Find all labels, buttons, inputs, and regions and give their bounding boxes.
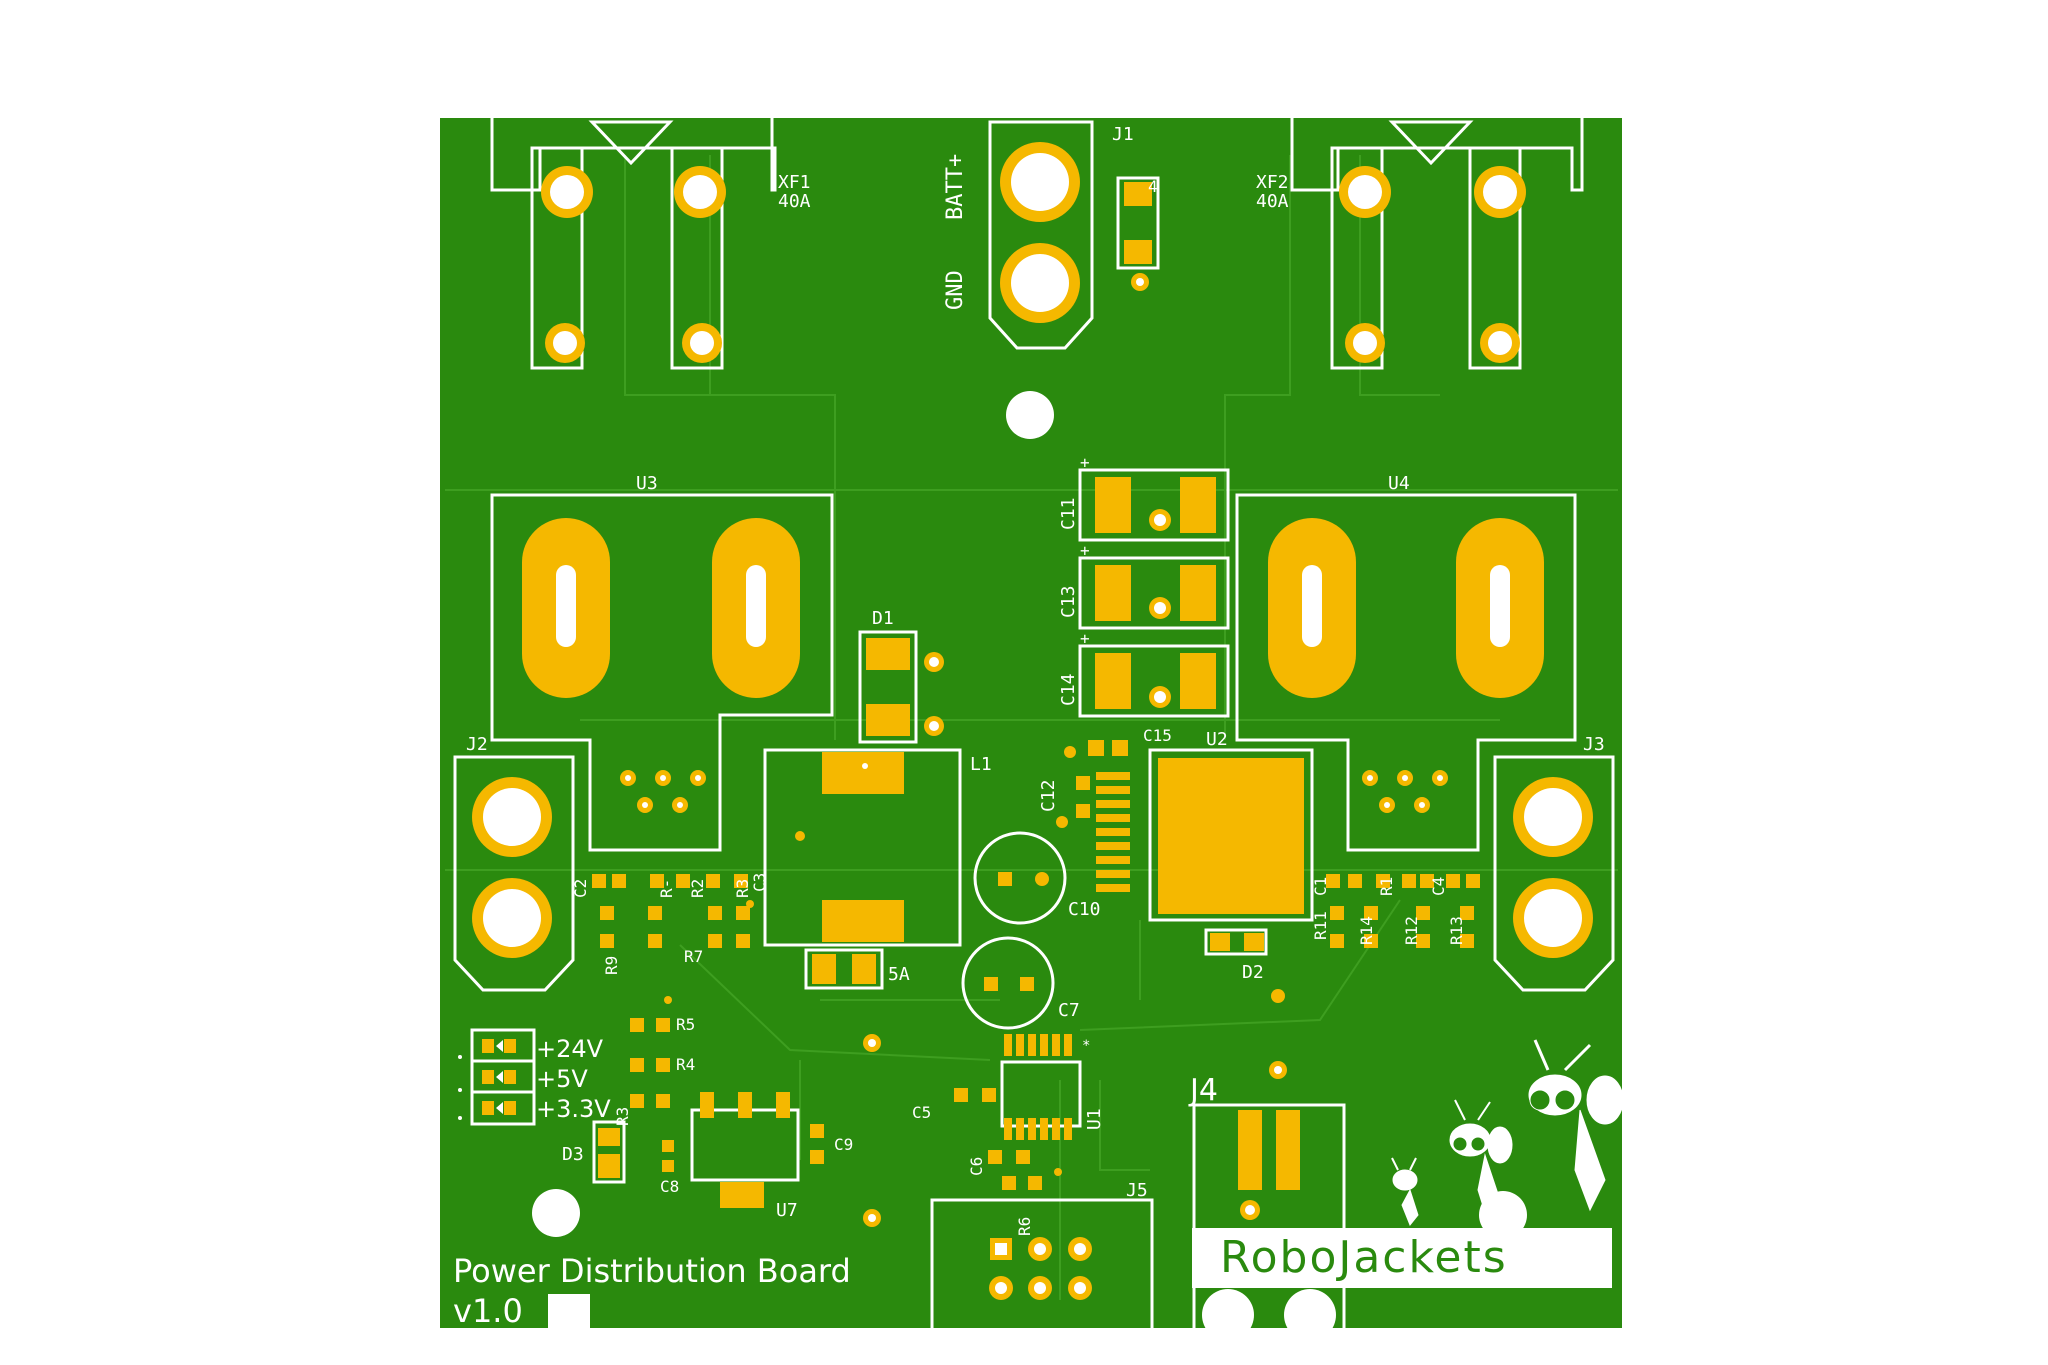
- label-xf1-rating: 40A: [778, 191, 811, 212]
- label-c7: C7: [1058, 1000, 1080, 1021]
- label-d2: D2: [1242, 962, 1264, 983]
- regulator-u7: [690, 1092, 800, 1208]
- label-j4: J4: [1188, 1073, 1218, 1108]
- board-version: v1.0: [453, 1292, 523, 1330]
- label-r4: R4: [676, 1055, 695, 1074]
- connector-j4: [1192, 1103, 1346, 1342]
- label-r7: R7: [684, 947, 703, 966]
- label-r12: R12: [1402, 916, 1421, 945]
- label-u3: U3: [636, 473, 658, 494]
- label-r3-top: R3: [733, 879, 752, 898]
- label-c2: C2: [571, 879, 590, 898]
- label-j1: J1: [1112, 124, 1134, 145]
- right-smd-cluster: [1326, 874, 1480, 948]
- diode-d1: [858, 630, 944, 744]
- label-c1: C1: [1311, 877, 1330, 896]
- svg-text:+: +: [1080, 453, 1090, 472]
- test-points: [863, 1034, 1287, 1227]
- cap-c9: [810, 1124, 824, 1164]
- label-c4: C4: [1429, 877, 1448, 896]
- regulator-u2: [1056, 740, 1314, 922]
- ic-u1: *: [1000, 1034, 1090, 1140]
- led-indicators: [458, 1028, 536, 1126]
- label-r1: R1: [1377, 877, 1396, 896]
- left-smd-cluster: [592, 874, 754, 948]
- label-xf2-rating: 40A: [1256, 191, 1289, 212]
- u1-passives: [954, 1088, 1062, 1190]
- cap-c7: [961, 936, 1055, 1030]
- version-box: [548, 1294, 590, 1330]
- label-rpartial: R-: [657, 879, 676, 898]
- label-j3: J3: [1583, 734, 1605, 755]
- connector-j3: [1493, 755, 1615, 992]
- logo-text: RoboJackets: [1220, 1232, 1508, 1283]
- diode-d3: [592, 1120, 626, 1184]
- svg-text:*: *: [1082, 1038, 1090, 1054]
- label-u1: U1: [1084, 1108, 1105, 1130]
- cap-c13: +: [1078, 541, 1230, 630]
- svg-text:+: +: [1080, 541, 1090, 560]
- label-u4: U4: [1388, 473, 1410, 494]
- label-c8: C8: [660, 1177, 679, 1196]
- label-c9: C9: [834, 1135, 853, 1154]
- label-j5: J5: [1126, 1180, 1148, 1201]
- cap-c4-top: [1116, 176, 1160, 291]
- led-label-3v3: +3.3V: [536, 1095, 611, 1123]
- label-c5: C5: [912, 1103, 931, 1122]
- cap-c11: +: [1078, 453, 1230, 542]
- label-j2: J2: [466, 734, 488, 755]
- label-r9: R9: [602, 956, 621, 975]
- label-r2: R2: [688, 879, 707, 898]
- robojackets-logo-icon: [1192, 1039, 1624, 1288]
- label-u2: U2: [1206, 729, 1228, 750]
- label-u7: U7: [776, 1200, 798, 1221]
- label-r6: R6: [1015, 1217, 1034, 1236]
- label-c14: C14: [1058, 673, 1079, 706]
- label-c3: C3: [750, 873, 769, 892]
- label-xf1: XF1: [778, 172, 811, 193]
- label-r11: R11: [1311, 911, 1330, 940]
- cap-c10: [973, 831, 1067, 925]
- regulator-u3: [490, 493, 834, 852]
- label-c11: C11: [1058, 497, 1079, 530]
- label-d1: D1: [872, 608, 894, 629]
- label-c13: C13: [1058, 585, 1079, 618]
- label-r5: R5: [676, 1015, 695, 1034]
- label-xf2: XF2: [1256, 172, 1289, 193]
- label-c10: C10: [1068, 899, 1101, 920]
- label-c12: C12: [1038, 779, 1059, 812]
- label-c15: C15: [1143, 726, 1172, 745]
- connector-j1: [988, 120, 1094, 350]
- label-5a: 5A: [888, 964, 910, 985]
- connector-j5: [930, 1198, 1154, 1334]
- diode-d2: [1204, 928, 1285, 1003]
- regulator-u4: [1235, 493, 1577, 852]
- label-batt-plus: BATT+: [943, 154, 968, 220]
- svg-text:+: +: [1080, 629, 1090, 648]
- inductor-l1: [763, 748, 962, 947]
- label-r13: R13: [1447, 916, 1466, 945]
- fuse-holder-xf1: [490, 118, 777, 370]
- label-gnd: GND: [943, 270, 968, 310]
- label-l1: L1: [970, 754, 992, 775]
- cap-c14: +: [1078, 629, 1230, 718]
- led-label-24v: +24V: [536, 1035, 604, 1063]
- label-r14: R14: [1357, 916, 1376, 945]
- board-title: Power Distribution Board: [453, 1252, 851, 1290]
- mounting-holes: [532, 391, 1527, 1239]
- led-resistors: [630, 996, 674, 1172]
- label-d3: D3: [562, 1144, 584, 1165]
- connector-j2: [453, 755, 575, 992]
- label-c6: C6: [967, 1157, 986, 1176]
- fuse-5a: [804, 948, 884, 990]
- label-c4-partial: 4: [1148, 177, 1158, 196]
- fuse-holder-xf2: [1290, 118, 1584, 370]
- led-label-5v: +5V: [536, 1065, 588, 1093]
